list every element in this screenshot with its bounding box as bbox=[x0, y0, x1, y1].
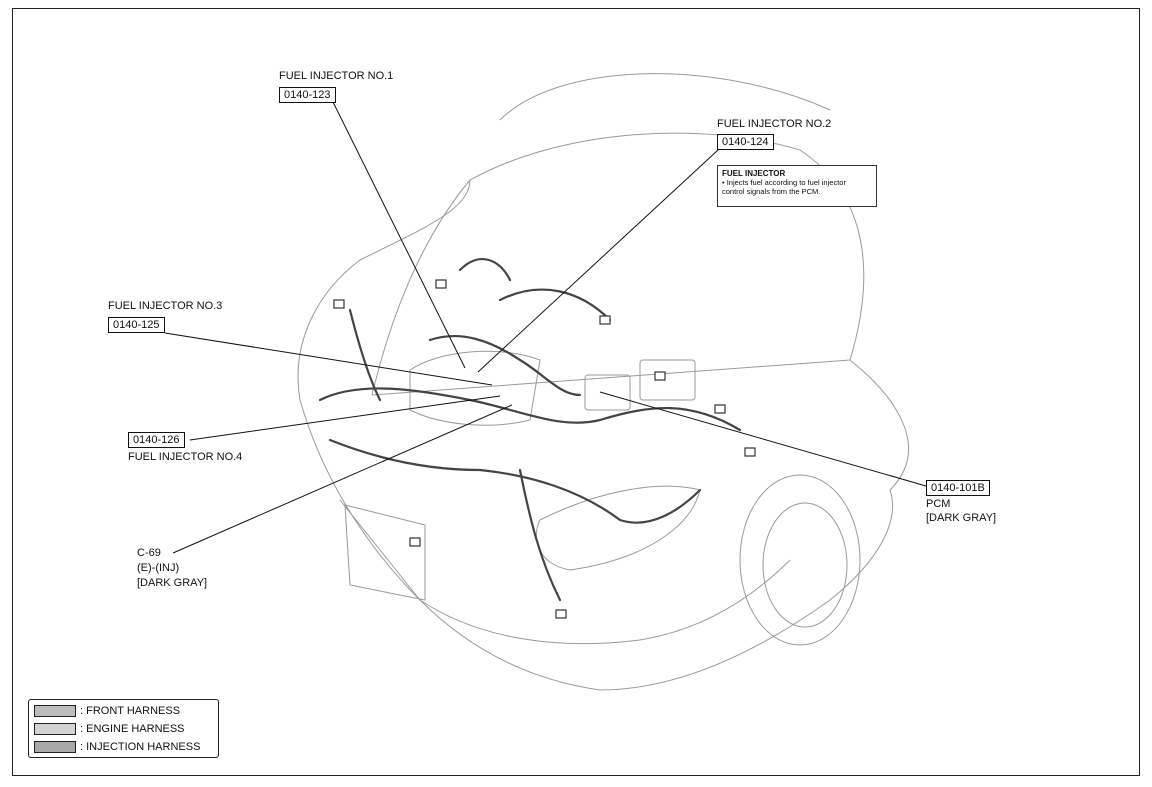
fuel-injector-1-code: 0140-123 bbox=[279, 87, 336, 103]
pcm-box bbox=[584, 374, 631, 411]
legend-swatch bbox=[34, 740, 76, 753]
leader-inj1 bbox=[332, 101, 466, 369]
connector bbox=[599, 315, 611, 325]
connector bbox=[555, 609, 567, 619]
connector bbox=[744, 447, 756, 457]
connector-c69-color: [DARK GRAY] bbox=[137, 577, 208, 589]
fuel-injector-4-label: FUEL INJECTOR NO.4 bbox=[128, 451, 243, 463]
legend-row-engine-harness: : ENGINE HARNESS bbox=[34, 721, 185, 736]
fuel-injector-4-code: 0140-126 bbox=[128, 432, 185, 448]
legend-label: : ENGINE HARNESS bbox=[80, 722, 185, 735]
harness-legend: : FRONT HARNESS : ENGINE HARNESS : INJEC… bbox=[28, 699, 219, 758]
fuel-injector-1-label: FUEL INJECTOR NO.1 bbox=[279, 70, 394, 82]
legend-label: : FRONT HARNESS bbox=[80, 704, 181, 717]
legend-swatch bbox=[34, 722, 76, 735]
leader-inj2 bbox=[477, 149, 719, 373]
legend-row-front-harness: : FRONT HARNESS bbox=[34, 703, 180, 718]
connector bbox=[654, 371, 666, 381]
leader-inj3 bbox=[164, 332, 493, 386]
headlamp-outline bbox=[535, 485, 701, 571]
connector bbox=[333, 299, 345, 309]
fuel-injector-2-code: 0140-124 bbox=[717, 134, 774, 150]
harness-branch-a bbox=[498, 288, 612, 322]
front-wheel bbox=[739, 474, 861, 646]
connector-c69-label: C-69 bbox=[137, 547, 161, 559]
windshield-edge bbox=[499, 73, 831, 121]
front-harness bbox=[318, 387, 742, 432]
fuel-injector-3-label: FUEL INJECTOR NO.3 bbox=[108, 300, 223, 312]
connector bbox=[714, 404, 726, 414]
leader-pcm bbox=[599, 391, 927, 487]
connector-c69-terminal: (E)-(INJ) bbox=[137, 562, 180, 574]
grille-outline bbox=[344, 504, 426, 601]
connector bbox=[435, 279, 447, 289]
legend-swatch bbox=[34, 704, 76, 717]
note-body-line-1: • Injects fuel according to fuel injecto… bbox=[722, 178, 846, 187]
engine-harness bbox=[328, 438, 702, 524]
battery-box bbox=[639, 359, 696, 401]
leader-c69 bbox=[172, 404, 513, 554]
bumper-outline bbox=[339, 499, 791, 645]
harness-branch-c bbox=[518, 468, 562, 602]
diagram-frame bbox=[12, 8, 1140, 776]
leader-inj4 bbox=[189, 395, 501, 441]
fuel-injector-3-code: 0140-125 bbox=[108, 317, 165, 333]
fuel-injector-2-label: FUEL INJECTOR NO.2 bbox=[717, 118, 832, 130]
harness-branch-d bbox=[458, 258, 512, 282]
front-wheel-inner bbox=[762, 502, 848, 628]
note-title: FUEL INJECTOR bbox=[722, 169, 786, 178]
legend-row-injection-harness: : INJECTION HARNESS bbox=[34, 739, 200, 754]
note-body-line-2: control signals from the PCM. bbox=[722, 187, 821, 196]
fuel-injector-note: FUEL INJECTOR • Injects fuel according t… bbox=[717, 165, 877, 207]
harness-branch-b bbox=[348, 308, 382, 402]
connector bbox=[409, 537, 421, 547]
pcm-code: 0140-101B bbox=[926, 480, 990, 496]
legend-label: : INJECTION HARNESS bbox=[80, 740, 201, 753]
injection-harness bbox=[428, 335, 582, 397]
engine-cover bbox=[409, 350, 541, 426]
pcm-label: PCM bbox=[926, 498, 951, 510]
pcm-color: [DARK GRAY] bbox=[926, 512, 997, 524]
